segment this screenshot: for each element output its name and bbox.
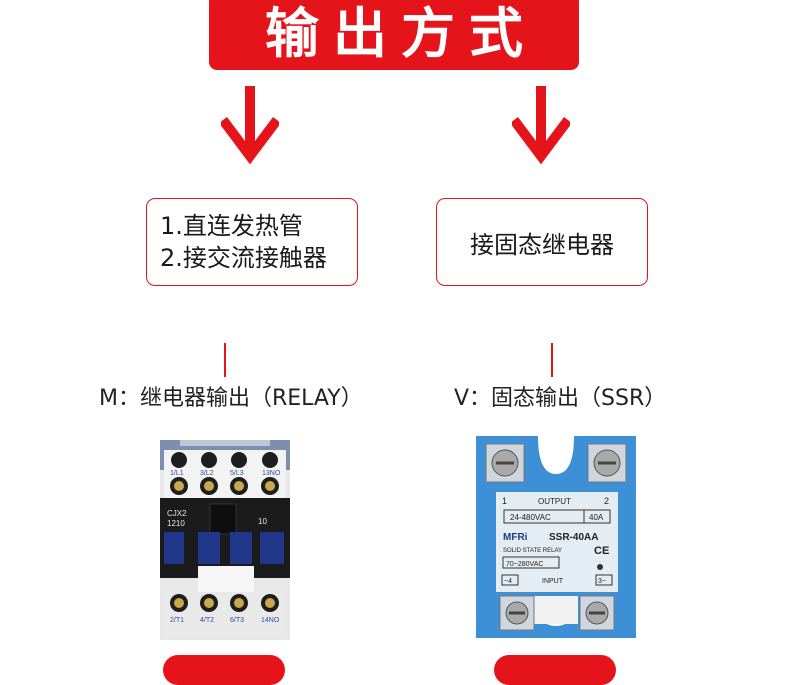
terminal-3-label: 3~ bbox=[598, 578, 606, 585]
terminal-label: 3/L2 bbox=[200, 470, 214, 477]
terminal-1-label: 1 bbox=[502, 496, 507, 506]
output-screw-terminals bbox=[485, 443, 627, 483]
left-connector-line bbox=[224, 343, 226, 377]
input-screw-terminals bbox=[499, 595, 615, 631]
terminal-2-label: 2 bbox=[604, 496, 609, 506]
page-title: 输出方式 bbox=[265, 1, 537, 65]
right-connector-line bbox=[551, 343, 553, 377]
output-label: OUTPUT bbox=[538, 497, 571, 506]
model-label: CJX2 bbox=[167, 509, 187, 518]
ssr-caption: V：固态输出（SSR） bbox=[454, 386, 667, 411]
terminal-label: 14NO bbox=[261, 617, 280, 624]
terminal-label: 6/T3 bbox=[230, 617, 244, 624]
model-label: SSR-40AA bbox=[549, 532, 598, 543]
input-label: INPUT bbox=[542, 578, 564, 585]
voltage-label: 24-480VAC bbox=[510, 513, 551, 522]
down-arrow-left-icon bbox=[221, 86, 279, 165]
brand-logo: MFRi bbox=[503, 532, 528, 543]
status-led-icon bbox=[597, 564, 603, 570]
ssr-usage-box: 接固态继电器 bbox=[436, 198, 648, 286]
terminal-label: 2/T1 bbox=[170, 617, 184, 624]
ssr-usage-text: 接固态继电器 bbox=[470, 230, 614, 259]
ce-mark: CE bbox=[594, 545, 609, 557]
contactor-relay-image: 1/L1 3/L2 5/L3 13NO CJX2 1210 10 2/T1 4/… bbox=[160, 440, 290, 640]
terminal-label: 1/L1 bbox=[170, 470, 184, 477]
terminal-4-label: ~4 bbox=[504, 578, 512, 585]
relay-usage-line-2: 2.接交流接触器 bbox=[160, 244, 327, 272]
relay-caption: M：继电器输出（RELAY） bbox=[99, 386, 363, 411]
solid-state-relay-image: 1 OUTPUT 2 24-480VAC 40A MFRi SSR-40AA S… bbox=[476, 436, 636, 638]
terminal-label: 5/L3 bbox=[230, 470, 244, 477]
bottom-red-tab-left bbox=[163, 655, 285, 685]
terminal-label: 4/T2 bbox=[200, 617, 214, 624]
rating-label: 10 bbox=[258, 517, 267, 526]
top-screw-terminals bbox=[164, 450, 286, 498]
input-voltage-label: 70~280VAC bbox=[506, 561, 543, 568]
down-arrow-right-icon bbox=[512, 86, 570, 165]
bottom-red-tab-right bbox=[494, 655, 616, 685]
bottom-screw-terminals bbox=[164, 592, 286, 638]
relay-usage-box: 1.直连发热管 2.接交流接触器 bbox=[146, 198, 358, 286]
relay-usage-line-1: 1.直连发热管 bbox=[160, 212, 303, 240]
title-banner: 输出方式 bbox=[209, 0, 579, 70]
subtitle-label: SOLID STATE RELAY bbox=[503, 548, 562, 554]
code-label: 1210 bbox=[167, 519, 185, 528]
terminal-label: 13NO bbox=[262, 470, 281, 477]
current-label: 40A bbox=[589, 513, 604, 522]
